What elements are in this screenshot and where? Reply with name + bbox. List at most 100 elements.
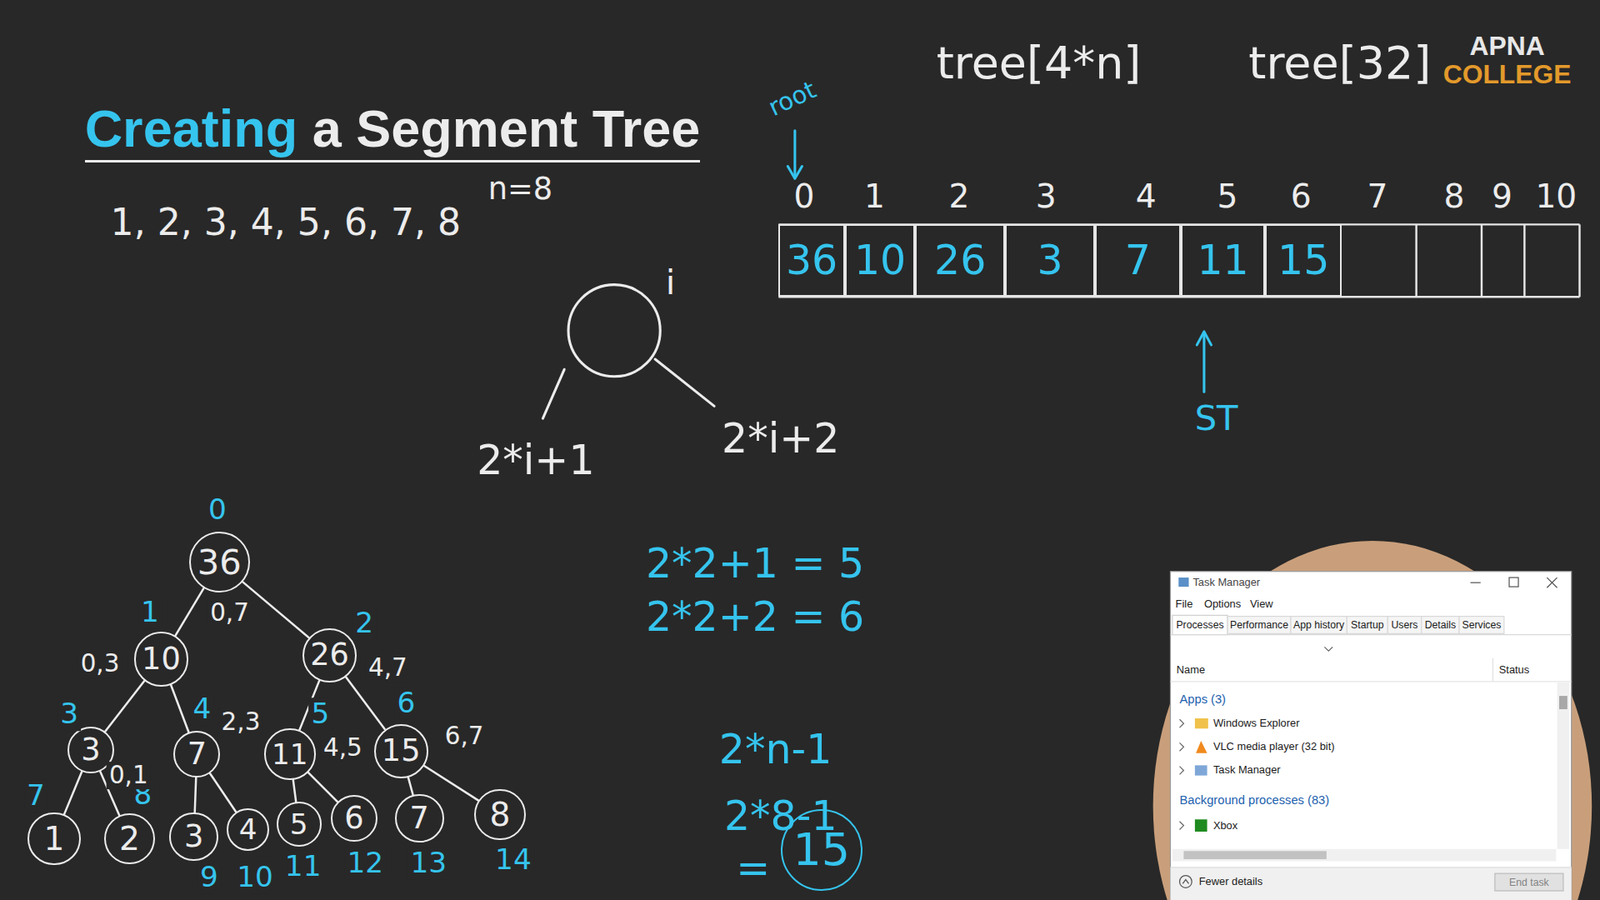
maximize-button (1509, 577, 1519, 587)
presenter-head (1153, 540, 1593, 900)
node-index: 9 (197, 860, 221, 894)
formula: 2*i+1 (476, 437, 595, 485)
node-value: 6 (344, 803, 364, 835)
calculation: 2*8-1 (724, 792, 838, 840)
node-index: 1 (138, 595, 162, 629)
xbox-icon (1195, 819, 1208, 832)
calculation: 2*2+1 = 5 (645, 540, 865, 588)
row-chevron (1180, 742, 1185, 751)
node-value: 8 (490, 798, 511, 831)
generic-node-circle (568, 285, 660, 377)
tree-node: 15 (374, 724, 429, 779)
index-range: 0,1 (106, 761, 151, 790)
slide-title: Creating a Segment Tree (85, 102, 701, 163)
tree-node: 1 (27, 812, 81, 866)
node-value: 3 (80, 735, 100, 766)
minimize-button (1470, 582, 1480, 584)
tree-node: 6 (330, 795, 378, 842)
tab (1387, 616, 1421, 635)
st-arrow (1202, 332, 1205, 392)
array-cell: 26 (915, 224, 1005, 297)
button-label: End task (1509, 876, 1550, 889)
node-value: 2 (119, 822, 140, 855)
pointer-label: root (765, 75, 822, 123)
generic-node-sketch (542, 285, 715, 419)
formula: 2*i+2 (721, 415, 840, 462)
window-icon (1178, 577, 1189, 587)
node-value: 36 (197, 545, 242, 580)
row-chevron (1180, 766, 1185, 775)
array-index: 7 (1367, 178, 1389, 216)
node-index: 12 (345, 846, 387, 880)
folder-icon (1195, 718, 1209, 729)
tree-node: 5 (276, 801, 322, 847)
node-value: 15 (1277, 240, 1330, 281)
tab-label: App history (1293, 619, 1345, 631)
left-child-line (542, 369, 565, 419)
array-index: 1 (864, 178, 885, 216)
array-divider (1578, 224, 1580, 297)
details-icon (1180, 875, 1193, 889)
menu-item: File (1175, 598, 1194, 611)
tree-node: 7 (173, 730, 220, 778)
watermark: COLLEGE (1443, 59, 1572, 90)
pointer-arrows (787, 130, 1211, 392)
array-index: 8 (1443, 178, 1465, 216)
window-title: Task Manager (1192, 576, 1260, 590)
tree-edge (64, 771, 82, 815)
header-rule (1170, 680, 1571, 682)
array-index: 10 (1535, 178, 1577, 216)
array-divider (1480, 224, 1483, 297)
side-note: n=8 (488, 170, 553, 206)
array-divider (1523, 224, 1525, 297)
node-index: 10 (234, 860, 276, 894)
node-value: 11 (271, 740, 309, 769)
node-index: 7 (24, 779, 48, 812)
index-range: 0,7 (207, 599, 252, 628)
right-child-line (655, 359, 715, 406)
row-chevron (1180, 719, 1185, 728)
tab-label: Services (1461, 619, 1501, 631)
array-outline (778, 224, 1580, 297)
tree-edge (345, 676, 385, 730)
node-index: 5 (309, 697, 333, 730)
node-value: 7 (410, 803, 430, 835)
index-range: 4,7 (365, 654, 410, 683)
node-index: 0 (205, 494, 230, 527)
tree-node: 4 (226, 808, 270, 851)
array-divider (1415, 224, 1417, 297)
column-divider (1492, 658, 1494, 682)
task-manager-icon (1195, 765, 1208, 775)
tree-edge (170, 685, 189, 733)
tree-edge (242, 581, 309, 638)
tree-node: 36 (189, 531, 250, 593)
tab-label: Processes (1175, 619, 1224, 631)
node-index: 2 (352, 606, 376, 640)
index-range: 4,5 (320, 734, 365, 763)
array-index: 2 (949, 178, 970, 216)
size-note: tree[32] (1248, 37, 1431, 90)
vertical-scrollbar (1557, 682, 1570, 850)
array-cell: 10 (845, 224, 915, 297)
node-index: 13 (407, 846, 450, 880)
menu-item: Options (1204, 598, 1241, 611)
tree-edge (307, 772, 337, 802)
calculation: = (735, 845, 770, 893)
node-index: 4 (190, 692, 215, 725)
window-frame (1170, 571, 1571, 900)
index-range: 2,3 (219, 708, 264, 737)
index-range: 0,3 (78, 650, 123, 679)
root-arrow-head (787, 166, 802, 180)
node-value: 3 (184, 821, 204, 853)
array-cell: 36 (778, 224, 845, 297)
tree-edge (175, 588, 204, 636)
node-value: 1 (43, 822, 65, 855)
group-header: Background processes (83) (1180, 793, 1330, 808)
tree-node: 26 (302, 628, 357, 683)
tree-node: 2 (104, 813, 155, 865)
array-index: 0 (793, 178, 815, 216)
node-index: 14 (492, 844, 535, 877)
index-variable: i (665, 262, 676, 303)
index-range: 6,7 (442, 722, 487, 751)
tree-node: 7 (395, 794, 445, 844)
